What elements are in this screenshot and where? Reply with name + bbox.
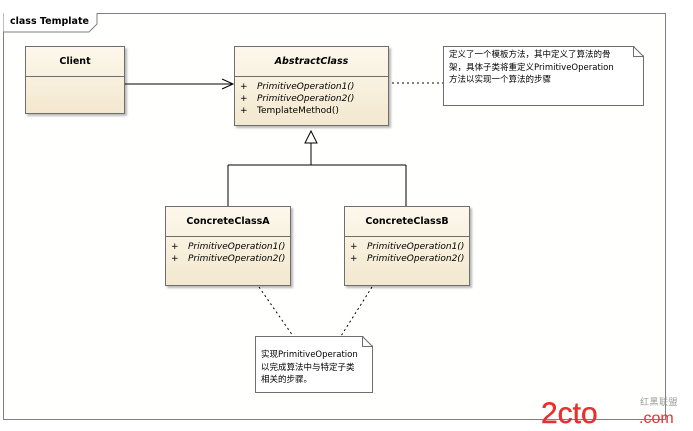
class-concreteclassb-name: ConcreteClassB [345, 207, 469, 237]
operation-name: PrimitiveOperation2() [257, 94, 355, 104]
visibility-marker: + [350, 242, 358, 252]
visibility-marker: + [171, 242, 179, 252]
class-client[interactable]: Client [25, 46, 125, 114]
operation-row: + PrimitiveOperation2() [171, 253, 290, 265]
visibility-marker: + [240, 94, 248, 104]
class-abstractclass-operations: + PrimitiveOperation1() + PrimitiveOpera… [235, 77, 388, 117]
generalization-triangle [304, 129, 318, 144]
note-concrete-steps: 实现PrimitiveOperation 以完成算法中与特定子类 相关的步骤。 [255, 336, 373, 393]
note-line: 定义了一个模板方法，其中定义了算法的骨 [449, 50, 611, 60]
note-line: 方法以实现一个算法的步骤 [449, 75, 552, 85]
frame-title: class Template [10, 16, 89, 27]
operation-name: PrimitiveOperation2() [367, 254, 465, 264]
class-concreteclassb-operations: + PrimitiveOperation1() + PrimitiveOpera… [345, 237, 469, 265]
operation-name: TemplateMethod() [257, 106, 339, 116]
operation-name: PrimitiveOperation1() [188, 242, 286, 252]
watermark-cn-text: 红黑联盟 [640, 398, 679, 408]
class-client-name: Client [26, 47, 124, 77]
visibility-marker: + [350, 254, 358, 264]
operation-row: + PrimitiveOperation2() [240, 93, 388, 105]
operation-row: + PrimitiveOperation1() [171, 241, 290, 253]
note-fold-corner [362, 336, 373, 347]
note-template-method: 定义了一个模板方法，其中定义了算法的骨 架，具体子类将重定义PrimitiveO… [443, 46, 644, 106]
visibility-marker: + [240, 106, 248, 116]
note-link-concrete-a [258, 286, 294, 337]
association-arrowhead [221, 78, 235, 90]
class-abstractclass[interactable]: AbstractClass + PrimitiveOperation1() + … [234, 46, 389, 126]
note-line: 相关的步骤。 [261, 375, 313, 385]
note-fold-corner [633, 46, 644, 57]
operation-row: + PrimitiveOperation1() [240, 81, 388, 93]
operation-name: PrimitiveOperation1() [257, 82, 355, 92]
operation-name: PrimitiveOperation1() [367, 242, 465, 252]
operation-name: PrimitiveOperation2() [188, 254, 286, 264]
class-concreteclassa-name: ConcreteClassA [166, 207, 290, 237]
note-line: 以完成算法中与特定子类 [261, 362, 355, 373]
visibility-marker: + [171, 254, 179, 264]
class-concreteclassa-operations: + PrimitiveOperation1() + PrimitiveOpera… [166, 237, 290, 265]
note-line: 架，具体子类将重定义PrimitiveOperation [449, 62, 614, 73]
operation-row: + PrimitiveOperation2() [350, 253, 469, 265]
note-link-concrete-b [340, 286, 373, 337]
class-concreteclassb[interactable]: ConcreteClassB + PrimitiveOperation1() +… [344, 206, 470, 286]
watermark-suffix: .com [639, 410, 674, 427]
visibility-marker: + [240, 82, 248, 92]
watermark-2cto: 2cto .com 红黑联盟 [541, 393, 691, 430]
watermark-text: 2cto [541, 397, 598, 427]
operation-row: + PrimitiveOperation1() [350, 241, 469, 253]
frame-tab [3, 13, 98, 33]
note-line: 实现PrimitiveOperation [261, 350, 358, 360]
class-concreteclassa[interactable]: ConcreteClassA + PrimitiveOperation1() +… [165, 206, 291, 286]
operation-row: + TemplateMethod() [240, 105, 388, 117]
class-abstractclass-name: AbstractClass [235, 47, 388, 77]
watermark-logo: 2cto .com [541, 397, 674, 430]
